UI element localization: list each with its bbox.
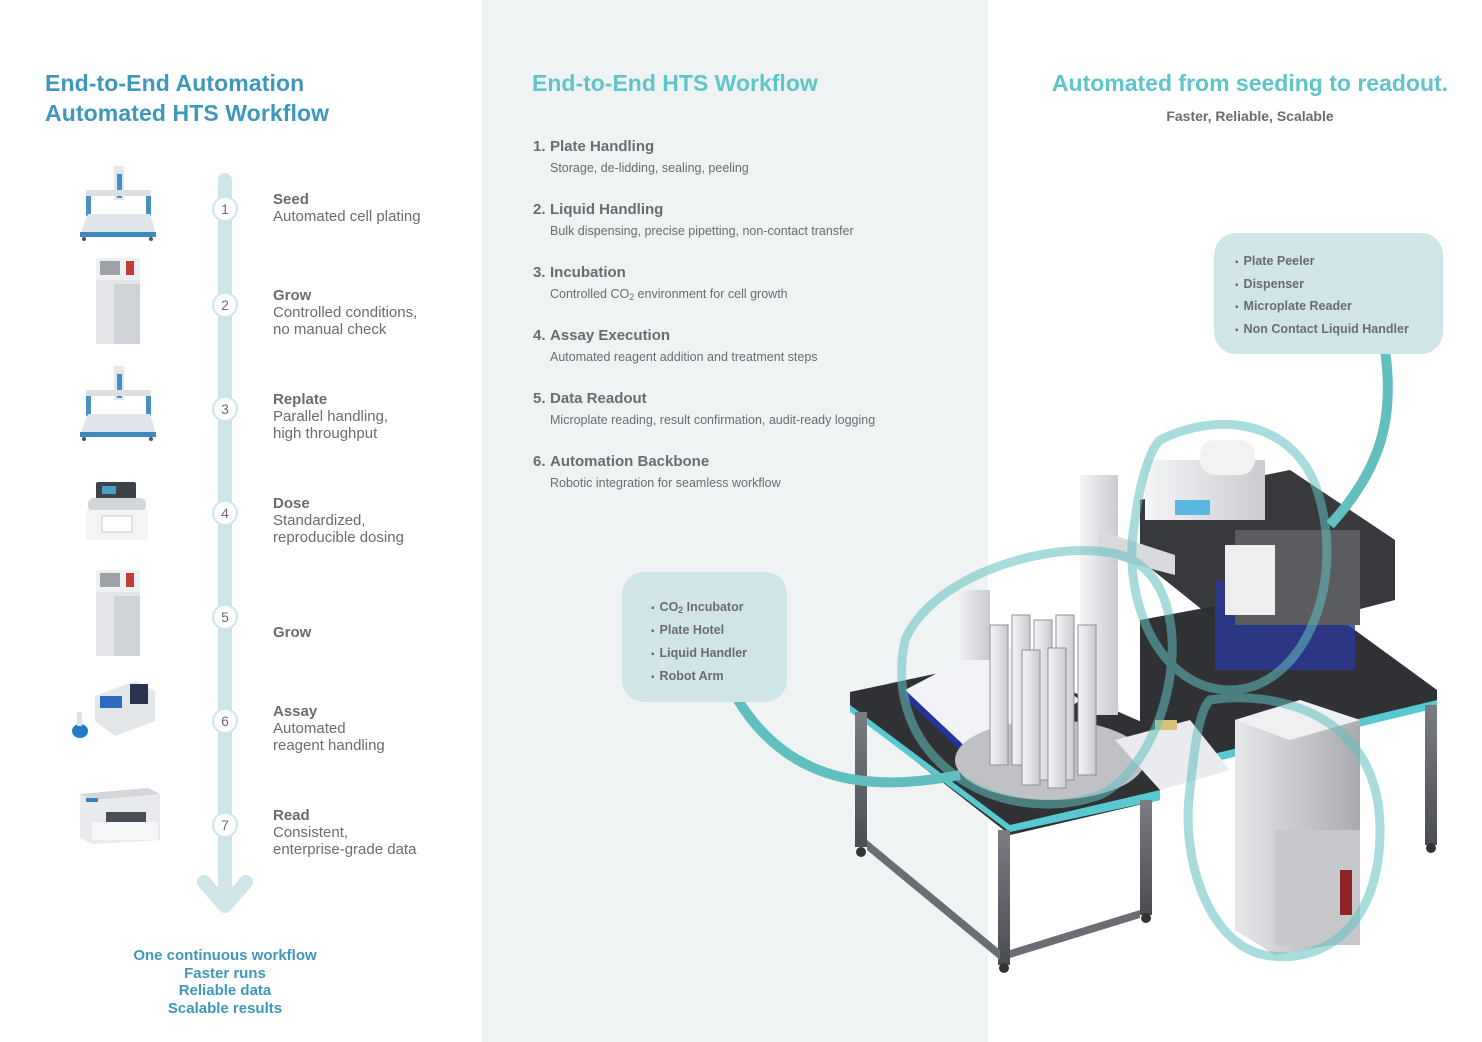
module-desc: Bulk dispensing, precise pipetting, non-…: [550, 224, 854, 238]
callout-item: Non Contact Liquid Handler: [1235, 319, 1443, 342]
right-panel: Automated from seeding to readout. Faste…: [988, 0, 1482, 1042]
footer-line: Reliable data: [178, 982, 272, 999]
step-desc: Automated reagent handling: [273, 720, 385, 754]
callout-item: CO2 Incubator: [651, 597, 787, 620]
washer-icon: [70, 676, 155, 751]
module-desc: Storage, de-lidding, sealing, peeling: [550, 161, 749, 175]
desc-text: Controlled CO: [550, 287, 630, 301]
step-title: Dose: [273, 495, 310, 512]
module-title: Automation Backbone: [550, 453, 710, 470]
step-title: Replate: [273, 391, 328, 408]
incubator-icon: [78, 568, 158, 665]
module-item: 4.Assay Execution Automated reagent addi…: [533, 327, 875, 390]
callout-item: Plate Peeler: [1235, 251, 1443, 274]
footer-line: Faster runs: [184, 964, 266, 982]
module-number: 4.: [533, 327, 546, 344]
module-title: Assay Execution: [550, 327, 671, 344]
module-title: Plate Handling: [550, 138, 655, 155]
right-subheading: Faster, Reliable, Scalable: [1166, 108, 1334, 124]
step-number: 4: [212, 500, 238, 526]
dispenser-icon: [78, 474, 158, 549]
module-desc: Robotic integration for seamless workflo…: [550, 476, 781, 490]
module-title: Incubation: [550, 264, 626, 281]
subscript: 2: [678, 604, 684, 615]
module-number: 1.: [533, 138, 546, 155]
right-heading: Automated from seeding to readout.: [1051, 70, 1449, 96]
left-heading-line2: Automated HTS Workflow: [45, 100, 330, 126]
liquid-handler-icon: [78, 164, 158, 247]
module-item: 6.Automation Backbone Robotic integratio…: [533, 453, 875, 516]
footer-line: Scalable results: [167, 999, 283, 1017]
callout-item: Plate Hotel: [651, 620, 787, 643]
step-title: Assay: [273, 703, 318, 720]
callout-right-modules: Plate Peeler Dispenser Microplate Reader…: [1214, 233, 1443, 354]
module-item: 2.Liquid Handling Bulk dispensing, preci…: [533, 201, 875, 264]
step-number: 6: [212, 708, 238, 734]
step-desc: Consistent, enterprise-grade data: [273, 824, 417, 858]
left-footer: One continuous workflow Faster runs Reli…: [0, 947, 450, 1017]
plate-reader-icon: [78, 786, 160, 851]
subscript: 2: [629, 291, 635, 302]
callout-text: Incubator: [683, 600, 744, 614]
footer-line: One continuous workflow: [133, 947, 317, 964]
module-number: 2.: [533, 201, 546, 218]
module-desc: Microplate reading, result confirmation,…: [550, 413, 876, 427]
callout-item: Robot Arm: [651, 666, 787, 689]
module-desc: Controlled CO2 environment for cell grow…: [533, 287, 875, 305]
step-desc: Automated cell plating: [273, 208, 421, 225]
incubator-icon: [78, 256, 158, 353]
module-item: 3.Incubation Controlled CO2 environment …: [533, 264, 875, 327]
step-title: Grow: [273, 287, 312, 304]
callout-item: Dispenser: [1235, 274, 1443, 297]
module-desc: Automated reagent addition and treatment…: [550, 350, 818, 364]
timeline-arrow-icon: [197, 875, 253, 913]
callout-text: CO: [659, 600, 679, 614]
step-desc: Standardized, reproducible dosing: [273, 512, 404, 546]
module-title: Liquid Handling: [550, 201, 664, 218]
callout-core-modules: CO2 Incubator Plate Hotel Liquid Handler…: [622, 572, 787, 702]
module-number: 5.: [533, 390, 546, 407]
step-number: 3: [212, 396, 238, 422]
callout-item: Microplate Reader: [1235, 296, 1443, 319]
module-item: 5.Data Readout Microplate reading, resul…: [533, 390, 875, 453]
step-text: Grow: [273, 624, 311, 641]
callout-item: Liquid Handler: [651, 643, 787, 666]
workflow-modules-list: 1.Plate Handling Storage, de-lidding, se…: [533, 138, 875, 516]
left-heading-line1: End-to-End Automation: [45, 70, 305, 96]
left-heading: End-to-End Automation Automated HTS Work…: [45, 68, 329, 128]
step-title: Read: [273, 807, 310, 824]
module-title: Data Readout: [550, 390, 647, 407]
module-number: 3.: [533, 264, 546, 281]
step-desc: Controlled conditions, no manual check: [273, 304, 418, 338]
step-number: 2: [212, 292, 238, 318]
step-number: 5: [212, 604, 238, 630]
middle-panel: End-to-End HTS Workflow 1.Plate Handling…: [482, 0, 988, 1042]
step-desc: Parallel handling, high throughput: [273, 408, 389, 442]
step-title: Grow: [273, 624, 312, 641]
step-title: Seed: [273, 191, 309, 208]
middle-heading: End-to-End HTS Workflow: [532, 70, 818, 96]
workflow-timeline: [197, 173, 253, 913]
desc-text: environment for cell growth: [634, 287, 788, 301]
step-number: 1: [212, 196, 238, 222]
step-number: 7: [212, 812, 238, 838]
module-item: 1.Plate Handling Storage, de-lidding, se…: [533, 138, 875, 201]
left-panel: End-to-End Automation Automated HTS Work…: [0, 0, 482, 1042]
liquid-handler-icon: [78, 364, 158, 447]
module-number: 6.: [533, 453, 546, 470]
